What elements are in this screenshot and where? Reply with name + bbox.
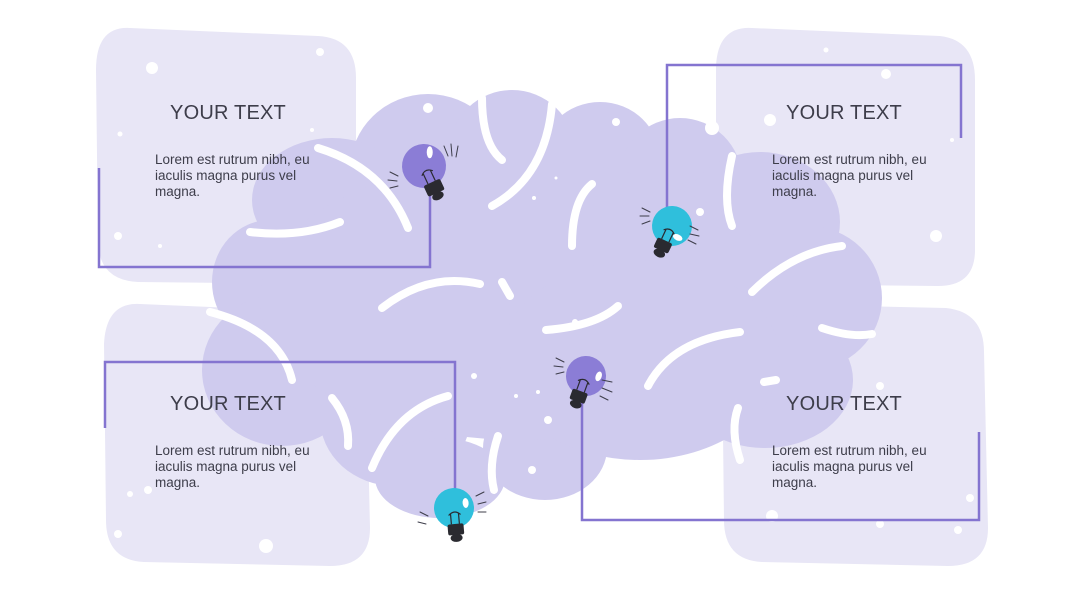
card-bottom-left: YOUR TEXT Lorem est rutrum nibh, eu iacu… [138,393,318,491]
card-top-right: YOUR TEXT Lorem est rutrum nibh, eu iacu… [754,102,934,200]
decor-dots [114,47,974,553]
card-title: YOUR TEXT [170,102,286,124]
lightbulb-icon [434,488,474,542]
card-body: Lorem est rutrum nibh, eu iaculis magna … [155,443,310,490]
card-title: YOUR TEXT [786,393,902,415]
card-body: Lorem est rutrum nibh, eu iaculis magna … [155,152,310,199]
card-title: YOUR TEXT [786,102,902,124]
card-bottom-right: YOUR TEXT Lorem est rutrum nibh, eu iacu… [754,393,934,491]
connector-top-left [97,168,432,269]
lightbulb-icon [652,206,692,258]
connector-top-right [665,63,963,212]
brain-folds [206,94,876,494]
card-body: Lorem est rutrum nibh, eu iaculis magna … [772,152,927,199]
brain-illustration [202,90,882,518]
lightbulb-icon [566,356,606,409]
card-top-left: YOUR TEXT Lorem est rutrum nibh, eu iacu… [138,102,318,200]
card-title: YOUR TEXT [170,393,286,415]
connector-bottom-left [103,360,457,496]
connector-lines [97,63,981,522]
card-body: Lorem est rutrum nibh, eu iaculis magna … [772,443,927,490]
connector-bottom-right [580,396,981,522]
sparkle-marks [387,143,700,525]
lightbulb-icon [402,144,446,201]
